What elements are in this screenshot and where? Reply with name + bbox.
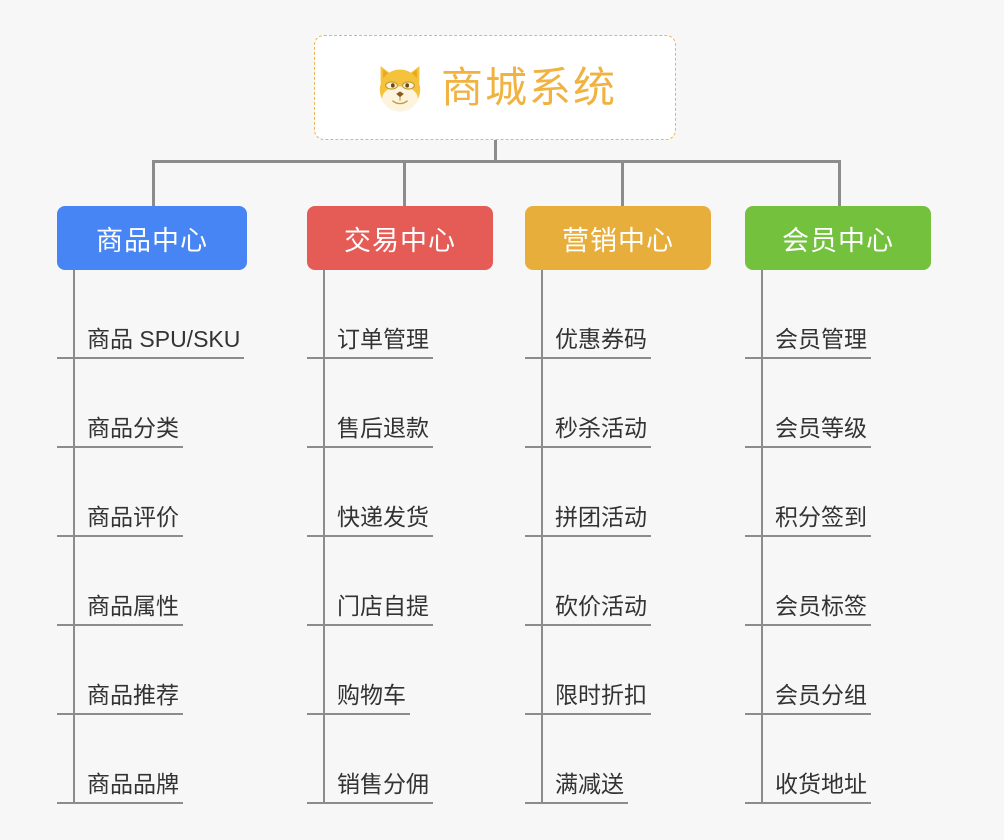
list-item[interactable]: 收货地址: [745, 715, 871, 804]
list-item[interactable]: 商品评价: [57, 448, 244, 537]
leaf-label: 快递发货: [307, 505, 433, 537]
leaf-label: 订单管理: [307, 327, 433, 359]
list-item[interactable]: 售后退款: [307, 359, 433, 448]
list-item[interactable]: 商品分类: [57, 359, 244, 448]
list-item[interactable]: 会员分组: [745, 626, 871, 715]
leaf-label: 拼团活动: [525, 505, 651, 537]
list-item[interactable]: 满减送: [525, 715, 651, 804]
category-header-product-center[interactable]: 商品中心: [57, 206, 247, 270]
connector-drop-member-center: [838, 160, 841, 207]
leaf-label: 会员分组: [745, 683, 871, 715]
leaf-label: 商品推荐: [57, 683, 183, 715]
leaf-list: 优惠券码 秒杀活动 拼团活动 砍价活动 限时折扣 满减送: [525, 270, 651, 804]
connector-root-stem: [494, 140, 497, 162]
list-item[interactable]: 销售分佣: [307, 715, 433, 804]
list-item[interactable]: 秒杀活动: [525, 359, 651, 448]
shiba-inu-face-icon: [379, 65, 421, 112]
leaf-label: 售后退款: [307, 416, 433, 448]
leaf-label: 满减送: [525, 772, 628, 804]
category-header-trade-center[interactable]: 交易中心: [307, 206, 493, 270]
category-label: 会员中心: [782, 225, 894, 256]
list-item[interactable]: 订单管理: [307, 270, 433, 359]
leaf-label: 积分签到: [745, 505, 871, 537]
leaf-label: 门店自提: [307, 594, 433, 626]
list-item[interactable]: 会员管理: [745, 270, 871, 359]
category-label: 营销中心: [562, 225, 674, 256]
leaf-label: 会员等级: [745, 416, 871, 448]
root-node[interactable]: 商城系统: [314, 35, 676, 140]
list-item[interactable]: 商品 SPU/SKU: [57, 270, 245, 359]
list-item[interactable]: 购物车: [307, 626, 433, 715]
list-item[interactable]: 会员标签: [745, 537, 871, 626]
category-header-member-center[interactable]: 会员中心: [745, 206, 931, 270]
leaf-label: 砍价活动: [525, 594, 651, 626]
leaf-label: 商品评价: [57, 505, 183, 537]
column-spine: [541, 270, 543, 804]
list-item[interactable]: 积分签到: [745, 448, 871, 537]
list-item[interactable]: 商品推荐: [57, 626, 244, 715]
leaf-label: 商品属性: [57, 594, 183, 626]
leaf-label: 优惠券码: [525, 327, 651, 359]
list-item[interactable]: 快递发货: [307, 448, 433, 537]
leaf-label: 商品分类: [57, 416, 183, 448]
connector-drop-product-center: [152, 160, 155, 207]
connector-drop-trade-center: [403, 160, 406, 207]
leaf-list: 会员管理 会员等级 积分签到 会员标签 会员分组 收货地址: [745, 270, 871, 804]
root-title: 商城系统: [440, 63, 617, 111]
list-item[interactable]: 拼团活动: [525, 448, 651, 537]
leaf-list: 商品 SPU/SKU 商品分类 商品评价 商品属性 商品推荐 商品品牌: [57, 270, 245, 804]
leaf-label: 销售分佣: [307, 772, 433, 804]
list-item[interactable]: 限时折扣: [525, 626, 651, 715]
list-item[interactable]: 会员等级: [745, 359, 871, 448]
list-item[interactable]: 商品属性: [57, 537, 244, 626]
list-item[interactable]: 门店自提: [307, 537, 433, 626]
leaf-label: 商品 SPU/SKU: [57, 327, 245, 359]
list-item[interactable]: 商品品牌: [57, 715, 244, 804]
leaf-label: 商品品牌: [57, 772, 183, 804]
connector-drop-marketing-center: [621, 160, 624, 207]
leaf-label: 购物车: [307, 683, 410, 715]
category-header-marketing-center[interactable]: 营销中心: [525, 206, 711, 270]
connector-horizontal-bus: [152, 160, 840, 163]
column-spine: [761, 270, 763, 804]
leaf-label: 收货地址: [745, 772, 871, 804]
leaf-list: 订单管理 售后退款 快递发货 门店自提 购物车 销售分佣: [307, 270, 433, 804]
list-item[interactable]: 优惠券码: [525, 270, 651, 359]
category-label: 交易中心: [344, 225, 456, 256]
leaf-label: 会员管理: [745, 327, 871, 359]
column-spine: [73, 270, 75, 804]
leaf-label: 限时折扣: [525, 683, 651, 715]
column-spine: [323, 270, 325, 804]
leaf-label: 会员标签: [745, 594, 871, 626]
category-label: 商品中心: [96, 225, 208, 256]
list-item[interactable]: 砍价活动: [525, 537, 651, 626]
leaf-label: 秒杀活动: [525, 416, 651, 448]
